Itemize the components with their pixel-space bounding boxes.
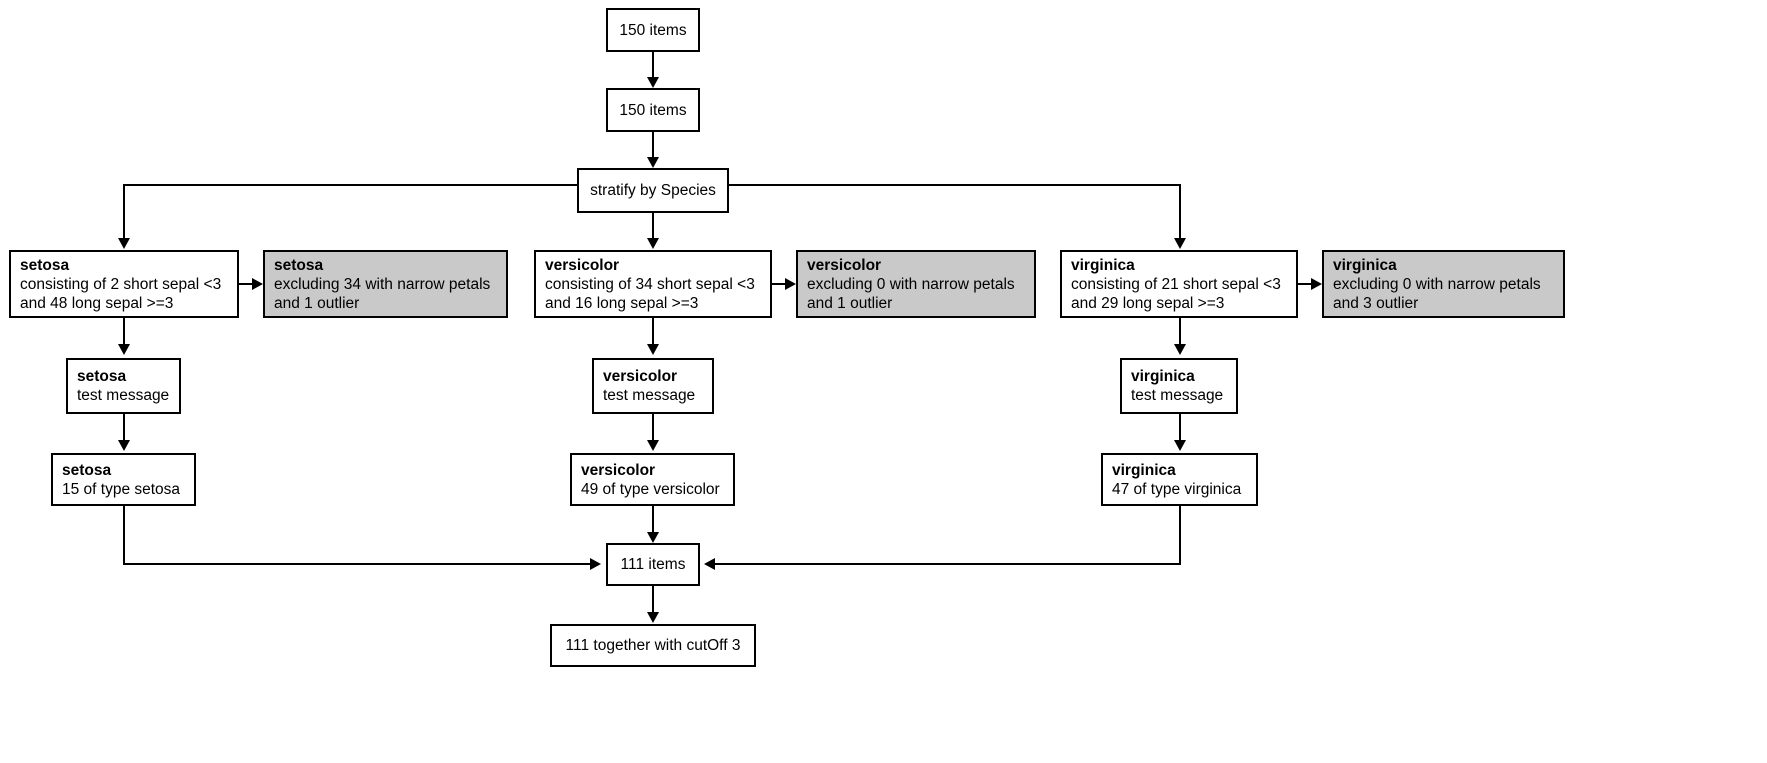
node-versicolor-count-line1: 49 of type versicolor <box>581 480 720 498</box>
node-virginica-test-line1: test message <box>1131 387 1224 404</box>
node-final-label: 111 together with cutOff 3 <box>565 637 741 654</box>
node-virginica-main-line1: consisting of 21 short sepal <3 <box>1071 275 1281 293</box>
node-setosa-main-line1: consisting of 2 short sepal <3 <box>20 275 222 293</box>
node-virginica-count-line1: 47 of type virginica <box>1112 480 1242 498</box>
edge-versicolor-main-to-test <box>652 318 654 344</box>
node-versicolor-excluded-line1: excluding 0 with narrow petals <box>807 275 1015 293</box>
arrowhead-start-to-second <box>647 77 659 88</box>
node-merge: 111 items <box>606 543 700 586</box>
node-versicolor-test-title: versicolor <box>603 368 678 385</box>
node-start-label: 150 items <box>619 21 687 39</box>
edge-virginica-to-excluded <box>1298 283 1311 285</box>
edge-versicolor-count-to-merge <box>652 506 654 532</box>
node-setosa-excluded-line2: and 1 outlier <box>274 294 360 312</box>
node-setosa-count-line1: 15 of type setosa <box>62 480 181 498</box>
node-versicolor-main-line1: consisting of 34 short sepal <3 <box>545 275 755 293</box>
edge-merge-to-final <box>652 586 654 612</box>
node-versicolor-excluded-title: versicolor <box>807 256 882 274</box>
arrowhead-stratify-to-virginica <box>1174 238 1186 249</box>
edge-stratify-left-horizontal <box>123 184 579 186</box>
node-versicolor-main: versicolor consisting of 34 short sepal … <box>534 250 772 318</box>
node-virginica-count: virginica 47 of type virginica <box>1101 453 1258 506</box>
edge-stratify-left-vertical <box>123 184 125 238</box>
node-second: 150 items <box>606 88 700 132</box>
node-setosa-excluded: setosa excluding 34 with narrow petals a… <box>263 250 508 318</box>
node-virginica-test-title: virginica <box>1131 368 1195 385</box>
edge-setosa-count-to-merge-horizontal <box>123 563 590 565</box>
arrowhead-second-to-stratify <box>647 157 659 168</box>
edge-setosa-to-excluded <box>239 283 252 285</box>
node-versicolor-main-title: versicolor <box>545 256 620 274</box>
node-setosa-excluded-line1: excluding 34 with narrow petals <box>274 275 491 293</box>
edge-stratify-right-horizontal <box>728 184 1181 186</box>
edge-start-to-second <box>652 52 654 77</box>
edge-virginica-main-to-test <box>1179 318 1181 344</box>
edge-setosa-test-to-count <box>123 414 125 440</box>
arrowhead-versicolor-count-to-merge <box>647 532 659 543</box>
arrowhead-versicolor-to-excluded <box>785 278 796 290</box>
node-setosa-test-title: setosa <box>77 368 127 385</box>
node-setosa-main: setosa consisting of 2 short sepal <3 an… <box>9 250 239 318</box>
node-setosa-test: setosa test message <box>66 358 181 414</box>
node-setosa-count: setosa 15 of type setosa <box>51 453 196 506</box>
edge-setosa-main-to-test <box>123 318 125 344</box>
node-virginica-excluded-line1: excluding 0 with narrow petals <box>1333 275 1541 293</box>
node-stratify-label: stratify by Species <box>590 182 716 199</box>
node-setosa-main-title: setosa <box>20 256 70 274</box>
node-merge-label: 111 items <box>620 556 686 573</box>
arrowhead-versicolor-main-to-test <box>647 344 659 355</box>
node-setosa-excluded-title: setosa <box>274 256 324 274</box>
node-final: 111 together with cutOff 3 <box>550 624 756 667</box>
node-setosa-test-line1: test message <box>77 387 170 404</box>
node-start: 150 items <box>606 8 700 52</box>
node-virginica-excluded-line2: and 3 outlier <box>1333 294 1419 312</box>
arrowhead-virginica-count-to-merge <box>704 558 715 570</box>
arrowhead-setosa-to-excluded <box>252 278 263 290</box>
node-virginica-test: virginica test message <box>1120 358 1238 414</box>
edge-virginica-count-to-merge-vertical <box>1179 506 1181 564</box>
arrowhead-stratify-to-setosa <box>118 238 130 249</box>
edge-stratify-right-vertical <box>1179 184 1181 238</box>
node-virginica-excluded-title: virginica <box>1333 256 1397 274</box>
node-versicolor-excluded: versicolor excluding 0 with narrow petal… <box>796 250 1036 318</box>
arrowhead-stratify-to-versicolor <box>647 238 659 249</box>
arrowhead-merge-to-final <box>647 612 659 623</box>
node-virginica-main: virginica consisting of 21 short sepal <… <box>1060 250 1298 318</box>
edge-setosa-count-to-merge-vertical <box>123 506 125 564</box>
arrowhead-virginica-main-to-test <box>1174 344 1186 355</box>
node-virginica-main-line2: and 29 long sepal >=3 <box>1071 294 1225 312</box>
node-versicolor-main-line2: and 16 long sepal >=3 <box>545 294 699 312</box>
node-stratify: stratify by Species <box>577 168 729 213</box>
edge-stratify-center-vertical <box>652 213 654 238</box>
node-versicolor-count: versicolor 49 of type versicolor <box>570 453 735 506</box>
node-second-label: 150 items <box>619 101 687 119</box>
node-setosa-main-line2: and 48 long sepal >=3 <box>20 294 174 312</box>
node-virginica-main-title: virginica <box>1071 256 1135 274</box>
node-versicolor-count-title: versicolor <box>581 461 656 479</box>
edge-versicolor-test-to-count <box>652 414 654 440</box>
node-virginica-excluded: virginica excluding 0 with narrow petals… <box>1322 250 1565 318</box>
edge-virginica-count-to-merge-horizontal <box>715 563 1181 565</box>
edge-versicolor-to-excluded <box>772 283 785 285</box>
arrowhead-setosa-test-to-count <box>118 440 130 451</box>
node-setosa-count-title: setosa <box>62 461 112 479</box>
arrowhead-setosa-main-to-test <box>118 344 130 355</box>
node-versicolor-excluded-line2: and 1 outlier <box>807 294 893 312</box>
edge-second-to-stratify <box>652 132 654 157</box>
node-versicolor-test: versicolor test message <box>592 358 714 414</box>
node-virginica-count-title: virginica <box>1112 461 1176 479</box>
node-versicolor-test-line1: test message <box>603 387 696 404</box>
arrowhead-setosa-count-to-merge <box>590 558 601 570</box>
arrowhead-versicolor-test-to-count <box>647 440 659 451</box>
edge-virginica-test-to-count <box>1179 414 1181 440</box>
arrowhead-virginica-test-to-count <box>1174 440 1186 451</box>
arrowhead-virginica-to-excluded <box>1311 278 1322 290</box>
